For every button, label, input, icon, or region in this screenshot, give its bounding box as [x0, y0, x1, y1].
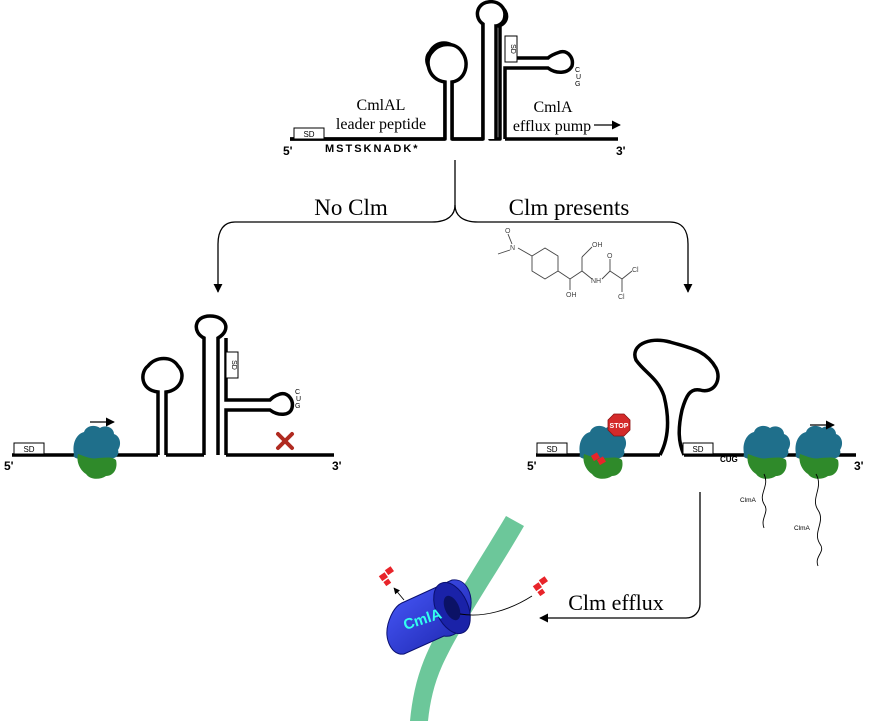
molecule-label-o-nitro: O: [505, 228, 511, 235]
top-cug-u: U: [576, 74, 581, 81]
top-five-prime: 5': [283, 144, 293, 158]
top-peptide-sequence: MSTSKNADK*: [325, 143, 420, 155]
molecule-c2-nh: [581, 270, 593, 280]
right-cug-label: CUG: [720, 455, 738, 464]
right-sd-box-right: [682, 442, 714, 455]
molecule-c1-c2: [569, 270, 583, 280]
chloramphenicol-labels: N O OH NH OH O Cl Cl: [505, 228, 639, 301]
molecule-label-cl-2: Cl: [618, 294, 625, 301]
left-tall-hairpin: [194, 314, 228, 455]
branch-label-clm-presents: Clm presents: [509, 195, 630, 220]
right-stalled-drug-icon: [590, 452, 606, 466]
stop-sign-label: STOP: [610, 423, 629, 430]
molecule-label-o-carbonyl: O: [607, 253, 613, 260]
left-mrna-construct: SD SD 5' 3' C U G: [4, 314, 342, 479]
top-side-hairpin: [503, 49, 575, 139]
left-sd-label: SD: [23, 445, 34, 454]
left-sd-box: [13, 442, 45, 455]
left-leader-hairpin: [141, 356, 184, 455]
molecule-nitro-n-o2: [497, 249, 511, 255]
molecule-c1-bond: [557, 270, 571, 280]
left-sd-box-vertical: [225, 351, 239, 379]
drug-path-into-pump: [459, 595, 533, 616]
left-ribosome: [73, 425, 121, 479]
left-cug-c: C: [295, 389, 300, 396]
molecule-label-nh: NH: [591, 278, 601, 285]
molecule-label-cl-1: Cl: [632, 267, 639, 274]
top-leader-label-line1: CmlAL: [357, 97, 406, 114]
molecule-nh-co: [601, 270, 611, 280]
membrane-efflux-section: Clm efflux CmlA: [378, 492, 701, 721]
top-sd-label: SD: [303, 130, 314, 139]
chloramphenicol-structure: [497, 233, 633, 292]
right-mrna-construct: SD SD 5' 3' CUG STOP ClmA ClmA: [527, 338, 864, 567]
top-sd-vertical-label: SD: [509, 44, 516, 54]
right-three-prime: 3': [854, 459, 864, 473]
top-leader-hairpin: [426, 42, 468, 139]
molecule-c3-oh: [581, 246, 593, 258]
molecule-nitro-n-o: [507, 233, 513, 245]
right-rearranged-hairpin: [633, 338, 720, 456]
clm-efflux-label: Clm efflux: [568, 590, 664, 615]
right-nascent-peptide-1: [761, 473, 767, 529]
right-sd-label-left: SD: [546, 445, 557, 454]
top-sd-box-vertical: [504, 35, 518, 63]
right-sd-label-right: SD: [692, 445, 703, 454]
left-cug-g: G: [295, 403, 300, 410]
branch-left-arrow: [213, 204, 456, 293]
molecule-label-oh-top: OH: [592, 242, 603, 249]
drug-exit-arrow: [393, 587, 405, 601]
top-efflux-label-line1: CmlA: [533, 99, 573, 116]
molecule-nitro-bond: [517, 247, 533, 257]
left-side-hairpin: [224, 338, 295, 455]
drug-molecule-incoming-icon: [532, 576, 548, 597]
top-cug-c: C: [575, 67, 580, 74]
molecule-label-n: N: [510, 245, 515, 252]
top-three-prime: 3': [616, 144, 626, 158]
efflux-arrow-path: [539, 492, 701, 623]
top-efflux-label-line2: efflux pump: [513, 118, 591, 135]
molecule-cl-bond-1: [621, 270, 633, 280]
branch-label-no-clm: No Clm: [314, 195, 388, 220]
right-translating-ribosome-2: [795, 425, 843, 479]
left-cug-u: U: [296, 396, 301, 403]
cmla-pump-icon: CmlA: [386, 579, 472, 655]
drug-molecule-outgoing-icon: [378, 566, 394, 587]
molecule-benzene-ring: [531, 247, 559, 280]
left-sd-vertical-label: SD: [230, 360, 237, 370]
top-sd-box: [293, 127, 325, 140]
right-sd-box-left: [536, 442, 568, 455]
left-five-prime: 5': [4, 459, 14, 473]
branch-arrows: No Clm Clm presents: [213, 160, 693, 293]
molecule-co-cl2: [609, 270, 623, 280]
top-leader-label-line2: leader peptide: [336, 116, 426, 133]
left-three-prime: 3': [332, 459, 342, 473]
top-cug-g: G: [575, 81, 580, 88]
left-blocked-cross-icon: [276, 432, 294, 450]
right-clma-label-2: ClmA: [794, 525, 811, 532]
top-tall-hairpin: [475, 0, 507, 139]
stop-sign-icon: STOP: [607, 413, 631, 437]
right-translating-ribosome-1: [743, 425, 791, 479]
right-nascent-peptide-2: [814, 473, 823, 567]
molecule-label-oh-bottom: OH: [566, 292, 577, 299]
right-five-prime: 5': [527, 459, 537, 473]
top-mrna-construct: SD SD 5' 3' CmlAL leader peptide MSTSKNA…: [283, 0, 626, 158]
branch-right-arrow: [454, 204, 693, 293]
right-clma-label-1: ClmA: [740, 497, 757, 504]
